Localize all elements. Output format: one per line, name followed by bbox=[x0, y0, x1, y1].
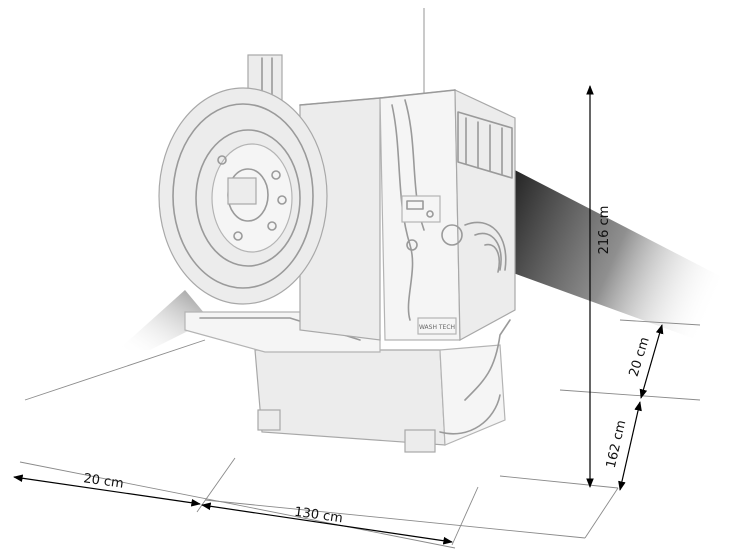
hub-clamp bbox=[227, 177, 257, 205]
vent-grille bbox=[457, 111, 513, 179]
dim-label-height-total: 216 cm bbox=[597, 206, 612, 255]
dim-line-height-top bbox=[639, 324, 664, 399]
emergency-stop bbox=[406, 239, 418, 251]
dim-label-depth-front: 20 cm bbox=[82, 471, 124, 491]
dim-line-length bbox=[201, 502, 453, 545]
brand-plate-text: WASH TECH bbox=[419, 324, 455, 331]
cabinet-right-panel bbox=[454, 89, 516, 341]
dim-label-length: 130 cm bbox=[293, 505, 343, 527]
cabinet-top-edge bbox=[299, 89, 456, 106]
dim-line-height-base bbox=[618, 401, 642, 491]
decal-tire-track bbox=[391, 104, 414, 321]
side-hose bbox=[464, 319, 511, 401]
base-tank-side bbox=[439, 344, 506, 446]
left-cast-shadow bbox=[118, 290, 210, 350]
decal-swirl bbox=[464, 221, 507, 271]
machine-illustration: WASH TECH bbox=[158, 54, 516, 453]
brand-plate bbox=[417, 317, 457, 335]
drain-hose bbox=[439, 394, 501, 435]
decal-droplet bbox=[441, 224, 463, 246]
right-cast-shadow bbox=[505, 165, 747, 358]
foot-left bbox=[257, 409, 281, 431]
dim-label-height-base: 162 cm bbox=[604, 419, 630, 470]
foot-right bbox=[404, 429, 436, 453]
control-display bbox=[406, 200, 424, 210]
dim-line-depth-front bbox=[13, 474, 201, 507]
dimension-lines bbox=[13, 85, 664, 545]
